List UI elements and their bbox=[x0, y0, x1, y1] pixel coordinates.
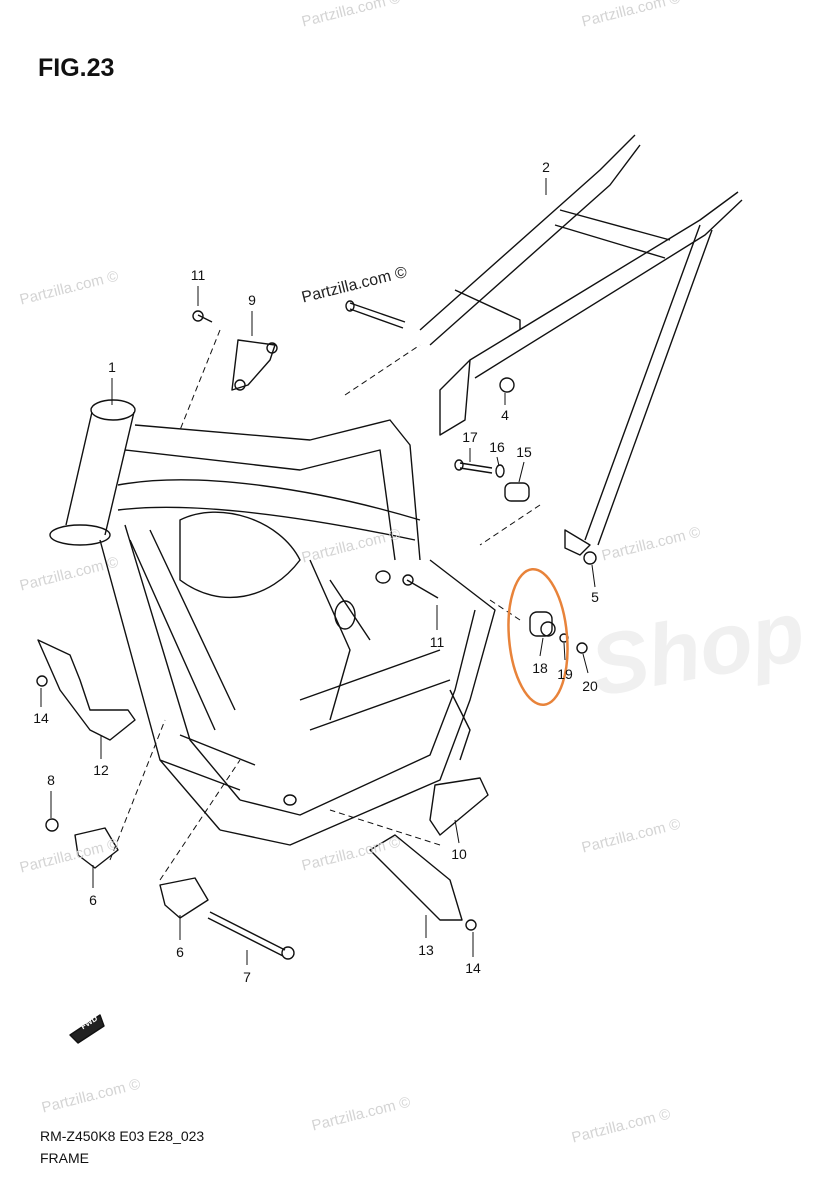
callout-18: 18 bbox=[532, 660, 548, 676]
callout-10: 10 bbox=[451, 846, 467, 862]
callout-16: 16 bbox=[489, 439, 505, 455]
callout-20: 20 bbox=[582, 678, 598, 694]
callout-8: 8 bbox=[47, 772, 55, 788]
callout-6b: 6 bbox=[176, 944, 184, 960]
callout-17: 17 bbox=[462, 429, 478, 445]
callout-12: 12 bbox=[93, 762, 109, 778]
callout-14b: 14 bbox=[465, 960, 481, 976]
callout-2: 2 bbox=[542, 159, 550, 175]
fwd-arrow-icon bbox=[69, 1014, 105, 1044]
callout-19: 19 bbox=[557, 666, 573, 682]
callout-7: 7 bbox=[243, 969, 251, 985]
callout-5: 5 bbox=[591, 589, 599, 605]
highlight-circle bbox=[507, 567, 569, 707]
main-frame bbox=[49, 399, 496, 846]
callout-13: 13 bbox=[418, 942, 434, 958]
callout-11: 11 bbox=[190, 267, 206, 283]
section-name: FRAME bbox=[40, 1150, 89, 1166]
callout-14: 14 bbox=[33, 710, 49, 726]
model-code: RM-Z450K8 E03 E28_023 bbox=[40, 1128, 205, 1144]
callout-15: 15 bbox=[516, 444, 532, 460]
leader-lines bbox=[40, 178, 596, 965]
subframe bbox=[419, 134, 743, 556]
callout-6: 6 bbox=[89, 892, 97, 908]
callout-4: 4 bbox=[501, 407, 509, 423]
callout-11b: 11 bbox=[429, 634, 445, 650]
callout-9: 9 bbox=[248, 292, 256, 308]
fasteners bbox=[36, 300, 597, 960]
figure-title: FIG.23 bbox=[38, 54, 115, 82]
callout-1: 1 bbox=[108, 359, 116, 375]
